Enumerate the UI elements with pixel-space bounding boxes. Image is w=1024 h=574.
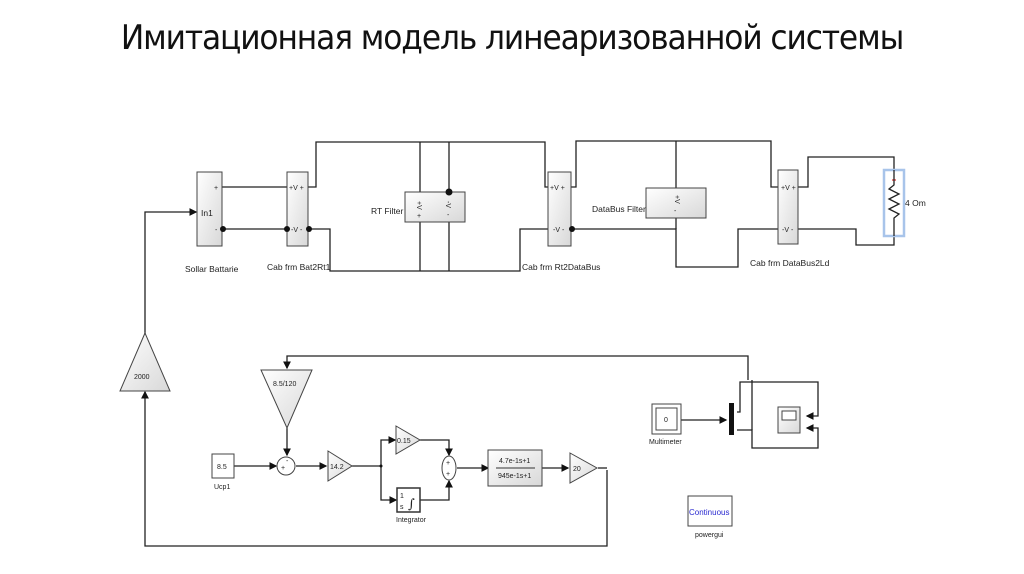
gain-14-block[interactable]: 14.2 — [327, 450, 353, 482]
sum1-block[interactable]: +- — [276, 456, 296, 476]
gain-feedback-block[interactable]: 8.5/120 — [260, 369, 313, 430]
resistor-icon — [887, 170, 901, 236]
svg-text:-: - — [447, 212, 450, 219]
svg-text:+: + — [417, 213, 421, 220]
svg-text:+: + — [446, 471, 450, 478]
svg-text:-: - — [286, 458, 289, 465]
integral-icon: ∫ — [408, 497, 415, 512]
gain-value: 8.5/120 — [273, 381, 296, 388]
svg-text:+: + — [281, 465, 285, 472]
gain-value: 2000 — [134, 374, 150, 381]
svg-text:+: + — [446, 460, 450, 467]
rt-filter-label: RT Filter — [371, 206, 403, 216]
slide-title: Имитационная модель линеаризованной сист… — [120, 18, 904, 58]
svg-text:+V: +V — [673, 195, 680, 204]
port-mv-label: -V - — [553, 227, 565, 234]
load-resistor-block[interactable]: 4 Om — [882, 168, 926, 238]
cab-databus2ld-block[interactable]: +V + -V - Cab frm DataBus2Ld — [750, 169, 830, 268]
powergui-block[interactable]: Continuous powergui — [687, 495, 733, 539]
gain-value: 14.2 — [330, 464, 344, 471]
port-minus-label: - — [215, 227, 218, 234]
port-pv-label: +V + — [289, 185, 304, 192]
port-plus-label: + — [214, 185, 218, 192]
constant-value: 8.5 — [217, 464, 227, 471]
gain-value: 20 — [573, 466, 581, 473]
gain-20-block[interactable]: 20 — [569, 452, 599, 484]
port-pv-label: +V + — [550, 185, 565, 192]
rt-filter-block[interactable]: +V -V + - RT Filter — [371, 188, 466, 223]
cab-bat2rt1-block[interactable]: +V + -V - Cab frm Bat2Rt1 — [267, 171, 331, 272]
cab-bat2rt1-label: Cab frm Bat2Rt1 — [267, 262, 331, 272]
cab-rt2databus-label: Cab frm Rt2DataBus — [522, 262, 600, 272]
integrator-den: s — [400, 504, 404, 511]
tf-numerator: 4.7e-1s+1 — [499, 458, 530, 465]
powergui-label: powergui — [695, 532, 724, 539]
svg-text:-V: -V — [444, 201, 451, 208]
cab-databus2ld-label: Cab frm DataBus2Ld — [750, 258, 830, 268]
databus-filter-block[interactable]: +V - DataBus Filter — [592, 187, 707, 219]
scope-block[interactable] — [777, 406, 801, 434]
solar-battery-block[interactable]: In1 + - Sollar Battarie — [185, 171, 239, 274]
solar-battery-label: Sollar Battarie — [185, 264, 239, 274]
control-wires — [141, 208, 819, 547]
svg-text:-: - — [674, 208, 677, 215]
databus-filter-label: DataBus Filter — [592, 204, 646, 214]
tf-denominator: 945e-1s+1 — [498, 473, 531, 480]
port-mv-label: -V - — [291, 227, 303, 234]
port-mv-label: -V - — [782, 227, 794, 234]
integrator-label: Integrator — [396, 517, 427, 524]
multimeter-label: Multimeter — [649, 439, 682, 446]
cab-rt2databus-block[interactable]: +V + -V - Cab frm Rt2DataBus — [522, 171, 600, 272]
scope-icon — [781, 410, 797, 421]
demux-bar[interactable] — [729, 403, 734, 435]
port-pv-label: +V + — [781, 185, 796, 192]
transfer-fcn-block[interactable]: 4.7e-1s+1 945e-1s+1 — [487, 449, 543, 487]
integrator-block[interactable]: 1 s ∫ Integrator — [396, 487, 427, 524]
gain-value: 0.15 — [397, 438, 411, 445]
sum2-block[interactable]: ++ — [441, 455, 457, 481]
gain-015-block[interactable]: 0.15 — [395, 425, 421, 455]
multimeter-value: 0 — [664, 417, 668, 424]
svg-text:+V: +V — [415, 201, 422, 210]
multimeter-block[interactable]: 0 Multimeter — [649, 403, 682, 446]
powergui-mode: Continuous — [689, 508, 729, 517]
constant-label: Ucp1 — [214, 484, 230, 491]
gain-2000-block[interactable]: 2000 — [119, 331, 171, 392]
resistor-value-label: 4 Om — [905, 198, 926, 208]
integrator-num: 1 — [400, 493, 404, 500]
constant-ucp1-block[interactable]: 8.5 Ucp1 — [211, 453, 235, 491]
port-in1-label: In1 — [201, 208, 213, 218]
power-wires — [222, 140, 895, 272]
